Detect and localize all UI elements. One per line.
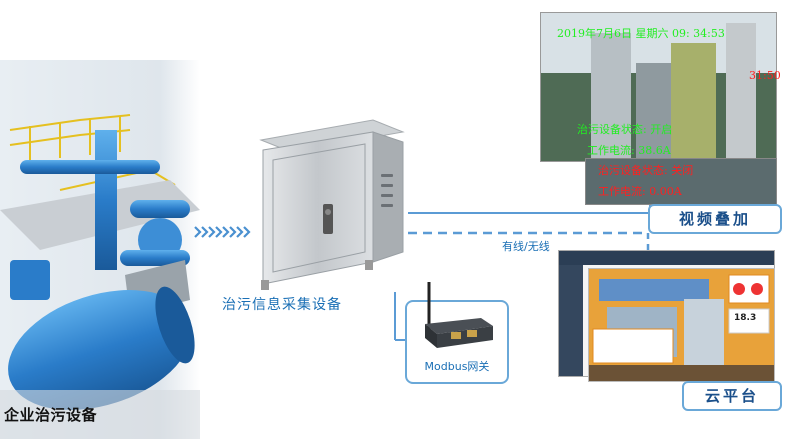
video-overlay-tag: 视频叠加 (648, 204, 782, 234)
video-frame-secondary: 治污设备状态: 关闭 工作电流: 0.00A (585, 158, 777, 205)
cloud-dashboard-preview (589, 269, 774, 381)
flow-arrow-icon (194, 226, 251, 238)
modbus-gateway-card: Modbus网关 (405, 282, 509, 384)
factory-photo (541, 13, 776, 161)
cloud-screen-front: 18.3 (588, 268, 775, 382)
gauge-value: 18.3 (734, 313, 757, 323)
current-on-text: 工作电流: 38.6A (587, 144, 671, 157)
status-off-text: 治污设备状态: 关闭 (598, 164, 694, 177)
industrial-equipment-illustration (0, 60, 200, 439)
equipment-label: 企业治污设备 (4, 406, 98, 424)
current-off-text: 工作电流: 0.00A (598, 185, 682, 198)
cloud-platform-tag: 云平台 (682, 381, 782, 411)
collection-cabinet-illustration (259, 119, 405, 290)
cabinet-label: 治污信息采集设备 (222, 297, 342, 313)
gateway-device-icon (425, 282, 493, 348)
video-timestamp-partial: 31:50 (749, 69, 781, 82)
video-timestamp: 2019年7月6日 星期六 09: 34:53 (557, 27, 725, 40)
status-on-text: 治污设备状态: 开启 (577, 123, 673, 136)
link-type-label: 有线/无线 (502, 240, 550, 253)
modbus-label: Modbus网关 (424, 360, 490, 373)
video-frame-main: 2019年7月6日 星期六 09: 34:53 31:50 治污设备状态: 开启… (540, 12, 781, 162)
